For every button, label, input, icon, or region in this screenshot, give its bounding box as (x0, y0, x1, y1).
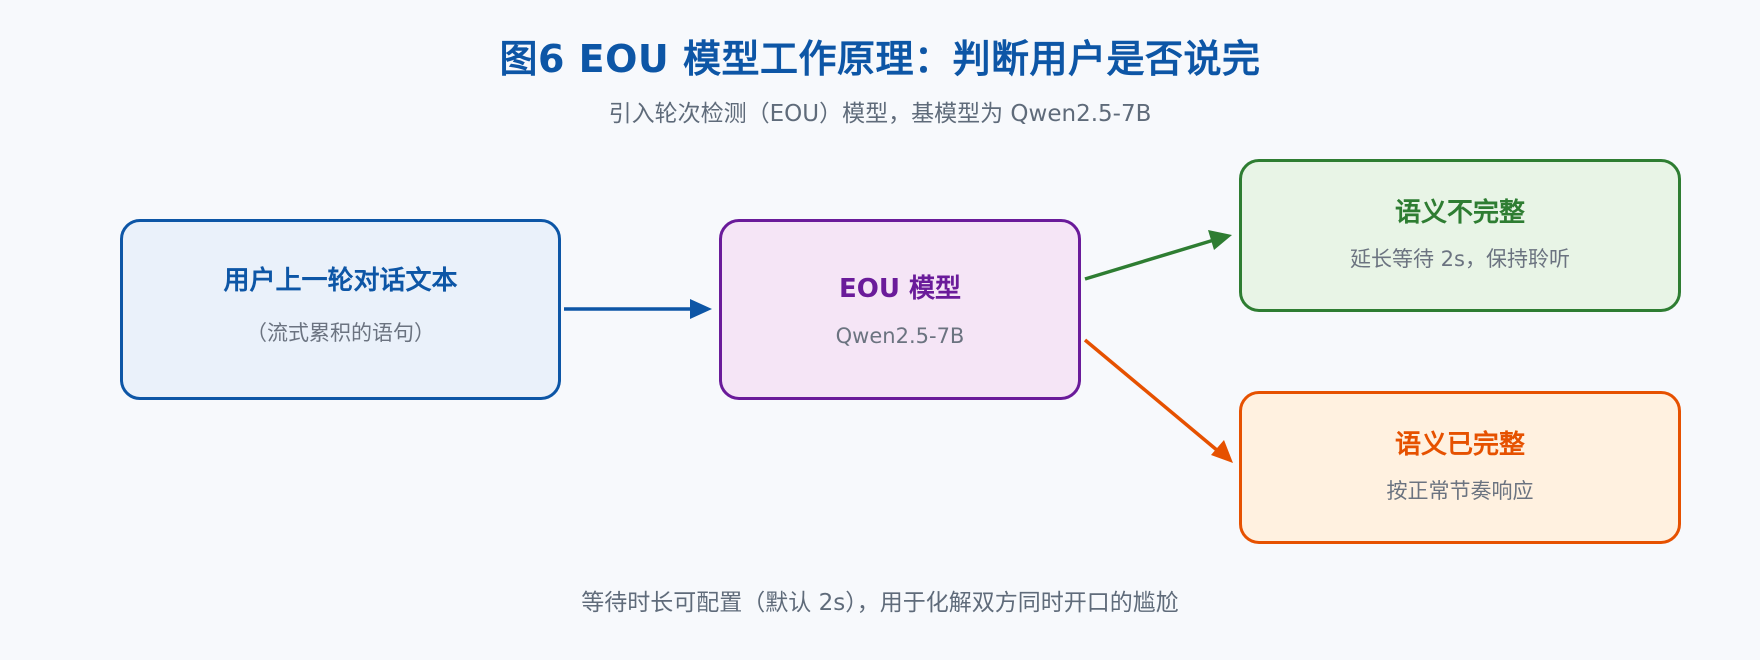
arrow-model-to-incomplete (1084, 230, 1232, 281)
eou-model-node: EOU 模型 Qwen2.5-7B (719, 219, 1081, 400)
diagram-subtitle: 引入轮次检测（EOU）模型，基模型为 Qwen2.5-7B (608, 101, 1152, 127)
arrow-model-to-complete (1083, 338, 1233, 463)
diagram-footnote: 等待时长可配置（默认 2s），用于化解双方同时开口的尴尬 (581, 590, 1179, 616)
diagram-title: 图6 EOU 模型工作原理：判断用户是否说完 (499, 37, 1261, 81)
incomplete-semantics-node-title: 语义不完整 (1394, 198, 1525, 228)
complete-semantics-node-title: 语义已完整 (1394, 430, 1525, 460)
complete-semantics-node: 语义已完整 按正常节奏响应 (1239, 391, 1681, 544)
arrow-input-to-model (564, 299, 712, 319)
complete-semantics-node-desc: 按正常节奏响应 (1386, 479, 1534, 503)
incomplete-semantics-node: 语义不完整 延长等待 2s，保持聆听 (1239, 159, 1681, 312)
eou-model-node-desc: Qwen2.5-7B (835, 324, 965, 348)
eou-model-node-title: EOU 模型 (838, 274, 962, 304)
input-text-node-desc: （流式累积的语句） (246, 321, 435, 345)
input-text-node: 用户上一轮对话文本 （流式累积的语句） (120, 219, 561, 400)
incomplete-semantics-node-desc: 延长等待 2s，保持聆听 (1350, 247, 1570, 271)
input-text-node-title: 用户上一轮对话文本 (223, 266, 458, 296)
